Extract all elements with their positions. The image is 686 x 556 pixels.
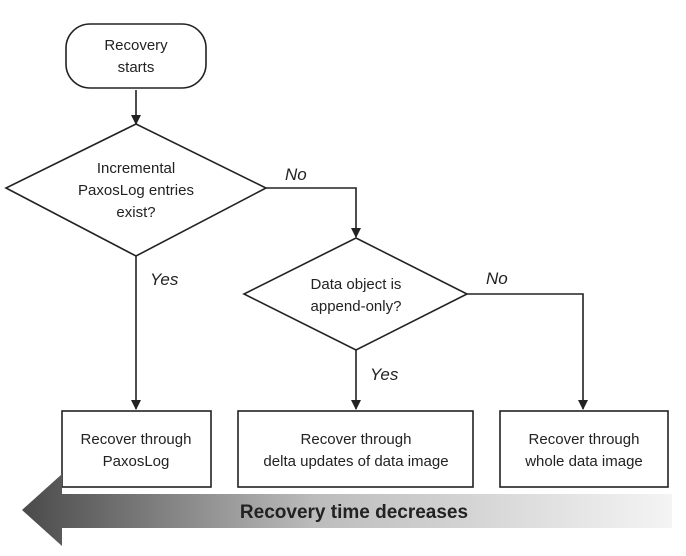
recover-delta-line-1: Recover through — [301, 431, 412, 448]
start-line-2: starts — [118, 59, 155, 76]
recover-whole-line-1: Recover through — [529, 431, 640, 448]
decision-append-line-2: append-only? — [311, 298, 402, 315]
branch-label-paxos-yes: Yes — [150, 270, 179, 289]
branch-label-append-yes: Yes — [370, 365, 399, 384]
recover-delta-node: Recover through delta updates of data im… — [237, 410, 474, 488]
decision-paxoslog-line-3: exist? — [116, 204, 155, 221]
start-node: Recovery starts — [65, 23, 207, 89]
recover-whole-line-2: whole data image — [524, 453, 643, 470]
decision-paxoslog-node: Incremental PaxosLog entries exist? — [4, 123, 268, 257]
recover-delta-line-2: delta updates of data image — [263, 453, 448, 470]
branch-label-paxos-no: No — [285, 165, 307, 184]
recover-paxoslog-line-2: PaxosLog — [103, 453, 170, 470]
decision-paxoslog-line-1: Incremental — [97, 160, 175, 177]
start-line-1: Recovery — [104, 37, 168, 54]
branch-label-append-no: No — [486, 269, 508, 288]
decision-append-line-1: Data object is — [311, 276, 402, 293]
recover-paxoslog-line-1: Recover through — [81, 431, 192, 448]
edge-paxos-no — [266, 187, 361, 238]
recovery-time-banner: Recovery time decreases — [22, 474, 672, 546]
recover-paxoslog-node: Recover through PaxosLog — [61, 410, 212, 488]
left-arrow-icon — [22, 474, 672, 546]
edge-append-no — [467, 293, 588, 410]
decision-paxoslog-line-2: PaxosLog entries — [78, 182, 194, 199]
recover-whole-node: Recover through whole data image — [499, 410, 669, 488]
banner-label: Recovery time decreases — [240, 502, 468, 523]
decision-append-only-node: Data object is append-only? — [242, 237, 469, 351]
